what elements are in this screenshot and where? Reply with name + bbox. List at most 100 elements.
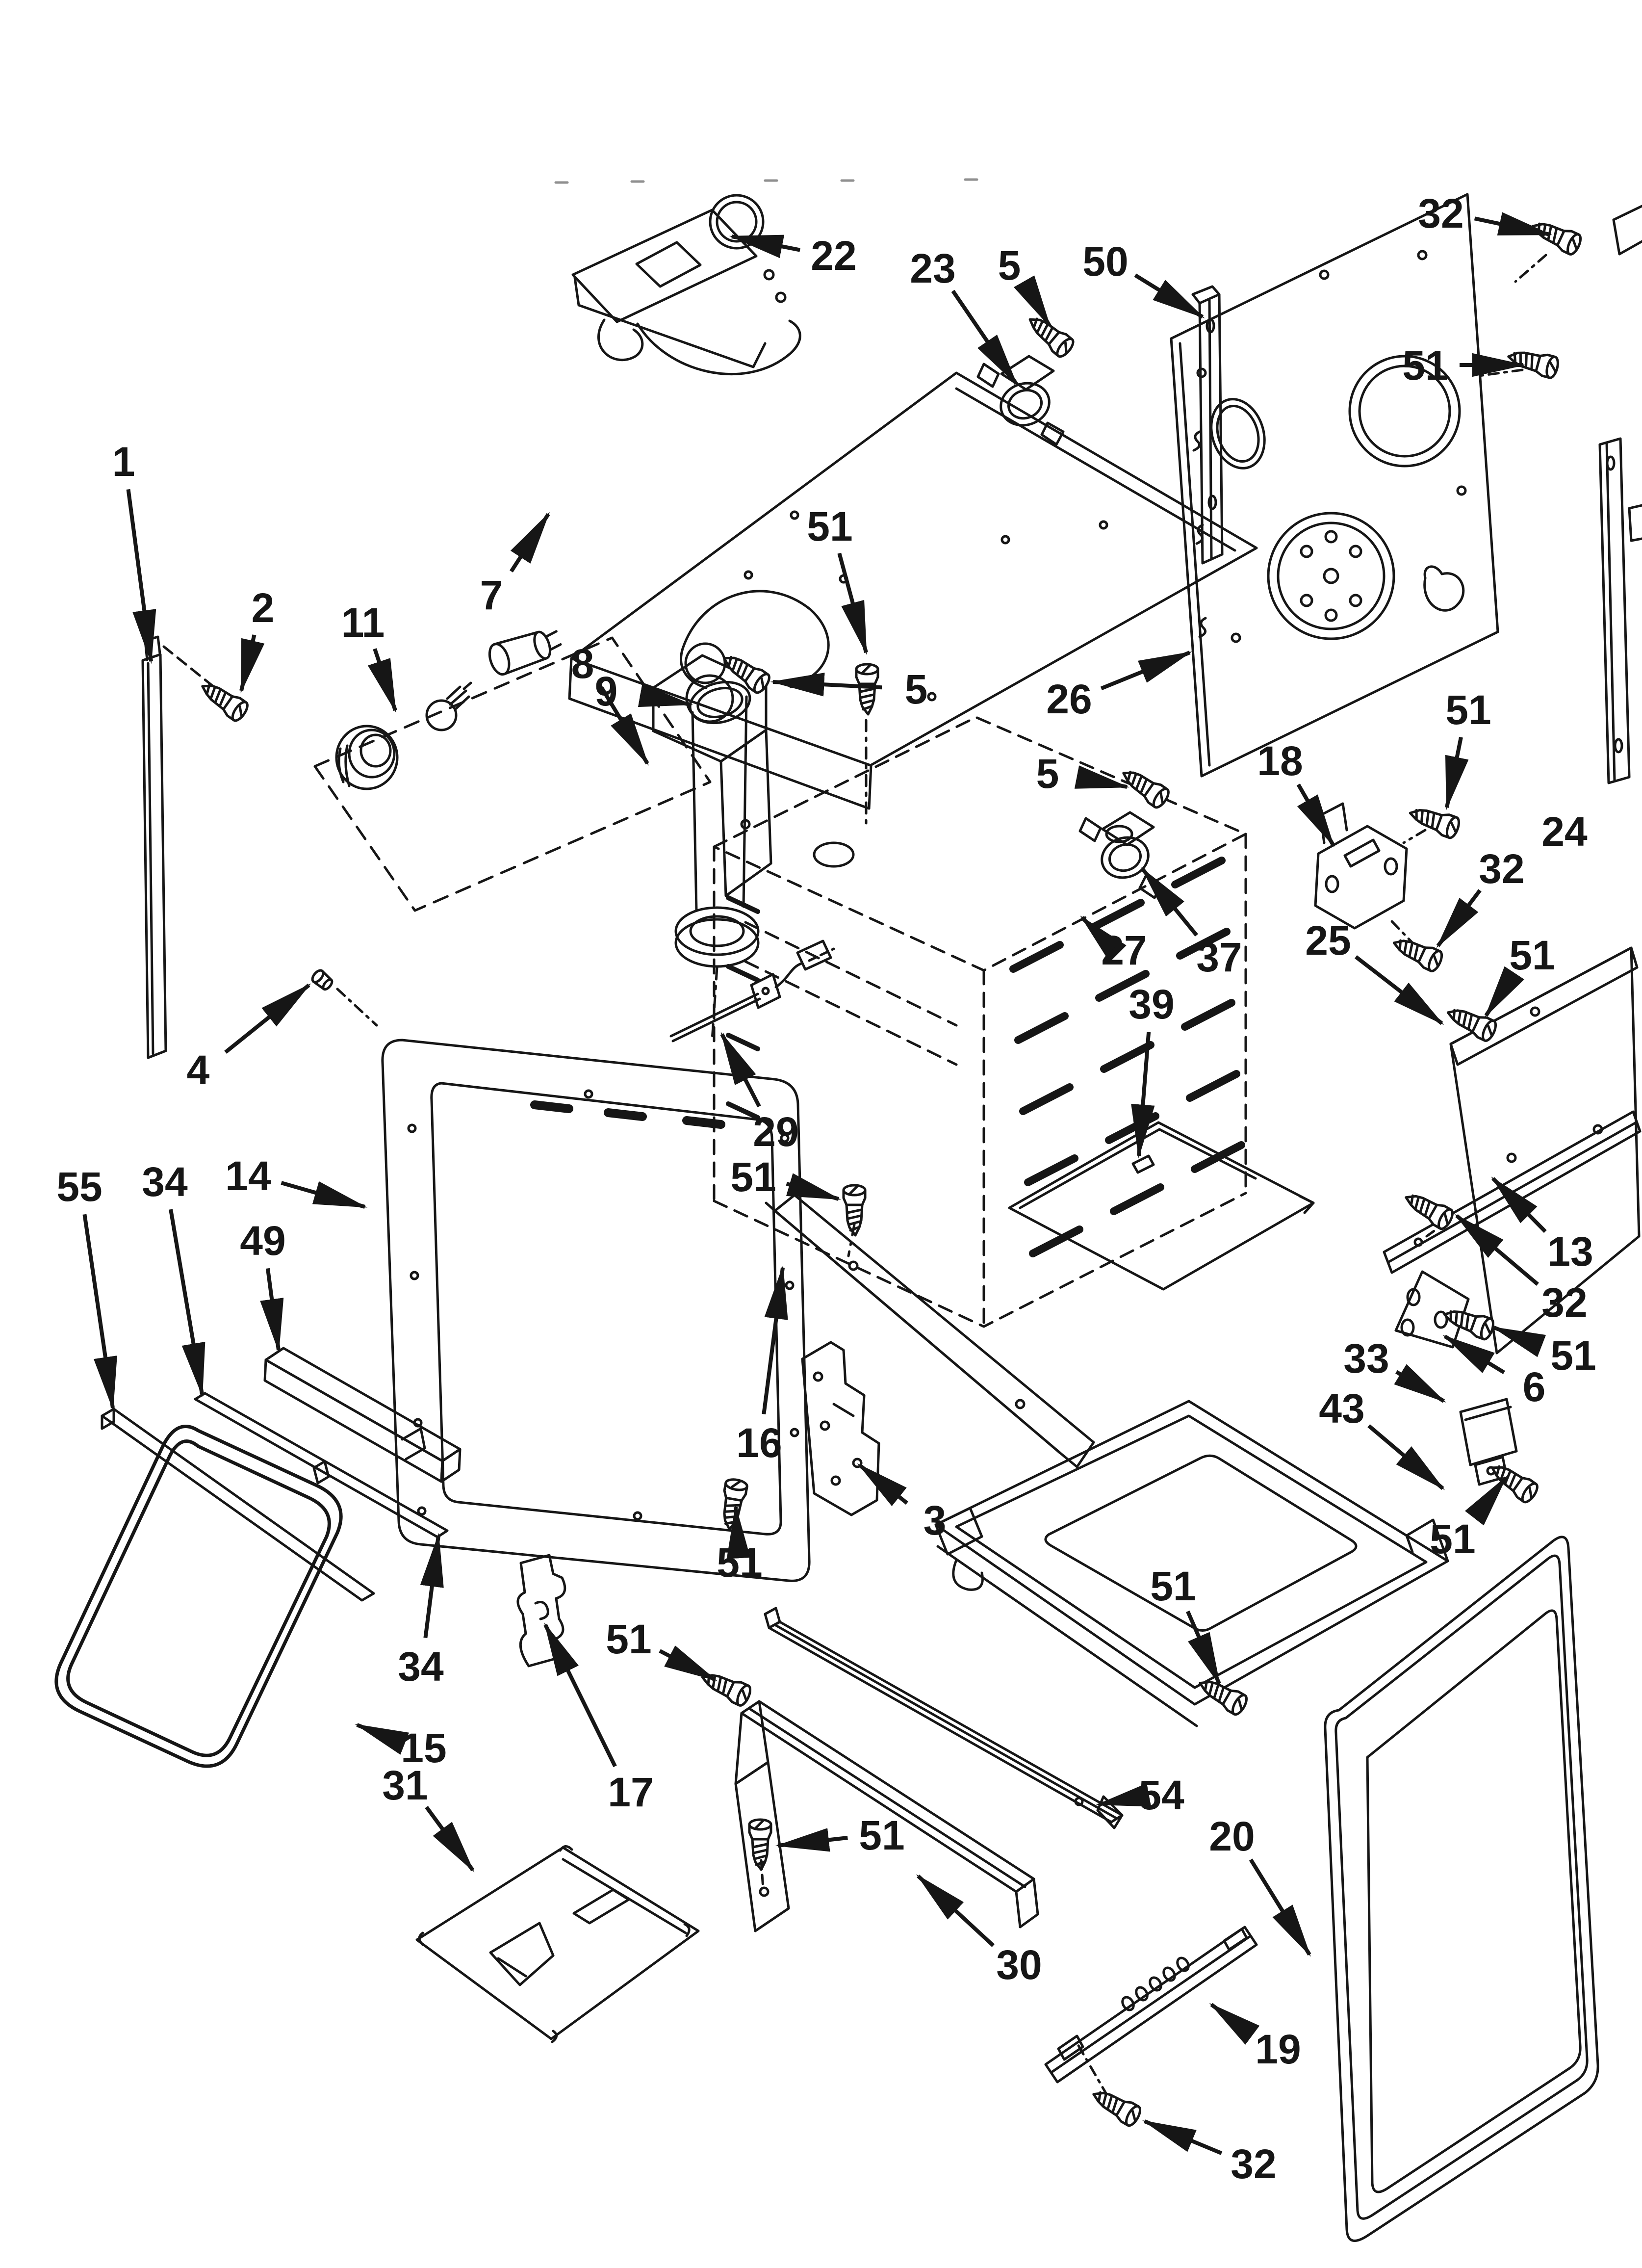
leader-arrow-4 — [224, 983, 311, 1054]
screw-51-icon — [718, 1478, 748, 1531]
callout-label-32: 32 — [1418, 190, 1463, 236]
part-9-vent-duct-funnel — [674, 680, 760, 1042]
callout-label-32: 32 — [1541, 1279, 1587, 1326]
part-37-thermostat — [1078, 811, 1163, 899]
leader-arrow-51 — [1484, 966, 1525, 1018]
part-54-side-rail — [764, 1607, 1124, 1829]
leader-arrow-22 — [729, 235, 800, 259]
leader-arrow-5 — [1014, 275, 1052, 328]
leader-arrow-27 — [1080, 915, 1127, 963]
leader-arrow-26 — [1100, 651, 1193, 691]
leader-arrow-13 — [1491, 1176, 1547, 1233]
part-1-side-trim-strip — [141, 635, 215, 1059]
leader-arrow-34 — [420, 1533, 444, 1639]
leader-arrow-23 — [951, 289, 1018, 386]
leader-arrow-32 — [1436, 889, 1482, 948]
leader-arrow-8 — [599, 686, 649, 766]
callout-label-30: 30 — [996, 1942, 1042, 1988]
screw-32-icon — [1390, 932, 1444, 973]
part-30-drawer-support — [734, 1700, 1039, 1932]
callout-label-39: 39 — [1129, 981, 1174, 1027]
callout-label-51: 51 — [859, 1812, 904, 1858]
part-23-thermostat — [976, 355, 1065, 446]
callout-label-51: 51 — [1550, 1332, 1596, 1379]
leader-arrow-7 — [510, 512, 550, 573]
part-27-cavity-details — [726, 825, 1245, 1257]
part-3-support-bracket — [801, 1341, 880, 1516]
callout-label-54: 54 — [1138, 1772, 1184, 1818]
part-34-trim-rail-front — [194, 1392, 449, 1538]
callout-label-5: 5 — [905, 666, 928, 712]
leader-arrow-51 — [786, 1173, 842, 1201]
callout-label-15: 15 — [401, 1725, 446, 1771]
callout-label-11: 11 — [341, 600, 385, 646]
part-12-oven-lamp-bulb — [425, 681, 472, 731]
part-31-access-panel — [415, 1845, 700, 2043]
callout-label-6: 6 — [1523, 1364, 1546, 1410]
callout-label-51: 51 — [1509, 932, 1555, 978]
part-39-cover-panel — [1008, 1121, 1315, 1291]
callout-label-50: 50 — [1082, 238, 1128, 285]
screw-centerline — [760, 1859, 765, 1890]
callout-label-31: 31 — [382, 1762, 428, 1808]
leader-arrow-55 — [82, 1214, 117, 1411]
callout-label-37: 37 — [1196, 934, 1242, 980]
leader-arrow-51 — [726, 1504, 750, 1559]
callout-label-51: 51 — [730, 1154, 776, 1200]
leader-arrow-15 — [354, 1723, 410, 1755]
callout-label-34: 34 — [398, 1643, 444, 1690]
callout-label-7: 7 — [480, 572, 503, 618]
callout-label-14: 14 — [225, 1153, 271, 1199]
callout-label-51: 51 — [1430, 1516, 1475, 1562]
callout-label-26: 26 — [1046, 676, 1092, 722]
part-6-gusset-plate — [1394, 1270, 1470, 1349]
part-15-door-gasket — [54, 1425, 343, 1768]
screw-51-icon — [698, 1667, 753, 1707]
callout-label-4: 4 — [187, 1047, 210, 1093]
leader-arrow-51 — [1491, 1326, 1546, 1357]
leader-arrow-25 — [1355, 955, 1444, 1025]
callout-label-51: 51 — [1402, 342, 1448, 389]
leader-arrow-39 — [1131, 1032, 1155, 1159]
screw-32-icon — [1089, 2084, 1143, 2128]
callout-label-51: 51 — [1150, 1563, 1196, 1609]
leader-arrow-32 — [1142, 2119, 1223, 2155]
callout-label-32: 32 — [1231, 2141, 1276, 2187]
page-tick-marks — [554, 178, 978, 184]
callout-label-51: 51 — [717, 1539, 762, 1586]
part-49-insulation-retainer-bar — [263, 1347, 462, 1483]
part-24-rear-strip — [1598, 437, 1631, 784]
leader-arrow-16 — [762, 1265, 788, 1415]
callout-label-18: 18 — [1257, 738, 1303, 784]
leader-arrow-11 — [367, 648, 397, 713]
leader-arrow-43 — [1367, 1424, 1445, 1490]
callout-label-24: 24 — [1541, 808, 1588, 855]
part-7-top-chassis-panel — [568, 371, 1258, 810]
callout-label-51: 51 — [1445, 687, 1491, 733]
screw-32-icon — [1401, 1187, 1455, 1231]
callout-label-51: 51 — [807, 503, 852, 549]
part-16-mounting-rail — [765, 1194, 1095, 1468]
leader-arrow-1 — [126, 489, 156, 664]
leader-arrow-18 — [1296, 783, 1335, 847]
part-19-drawer-glide — [1044, 1926, 1258, 2097]
callout-label-51: 51 — [606, 1616, 651, 1662]
leader-arrow-20 — [1249, 1858, 1311, 1957]
page-edge-partial-shapes — [1612, 205, 1642, 542]
leader-arrow-14 — [281, 1181, 368, 1209]
leader-arrow-51 — [1445, 736, 1469, 810]
leader-arrow-30 — [916, 1874, 995, 1947]
parts-layer — [54, 178, 1642, 2242]
callout-label-16: 16 — [736, 1420, 782, 1466]
part-14-front-frame — [381, 1039, 811, 1582]
callout-label-13: 13 — [1547, 1228, 1593, 1275]
callout-label-17: 17 — [608, 1769, 653, 1815]
callout-label-5: 5 — [998, 242, 1021, 288]
leader-arrow-51 — [1186, 1610, 1221, 1687]
leader-arrow-5 — [770, 673, 882, 697]
part-11-lamp-socket — [488, 630, 562, 676]
leader-arrow-31 — [425, 1806, 475, 1873]
leader-arrow-19 — [1209, 2003, 1260, 2045]
